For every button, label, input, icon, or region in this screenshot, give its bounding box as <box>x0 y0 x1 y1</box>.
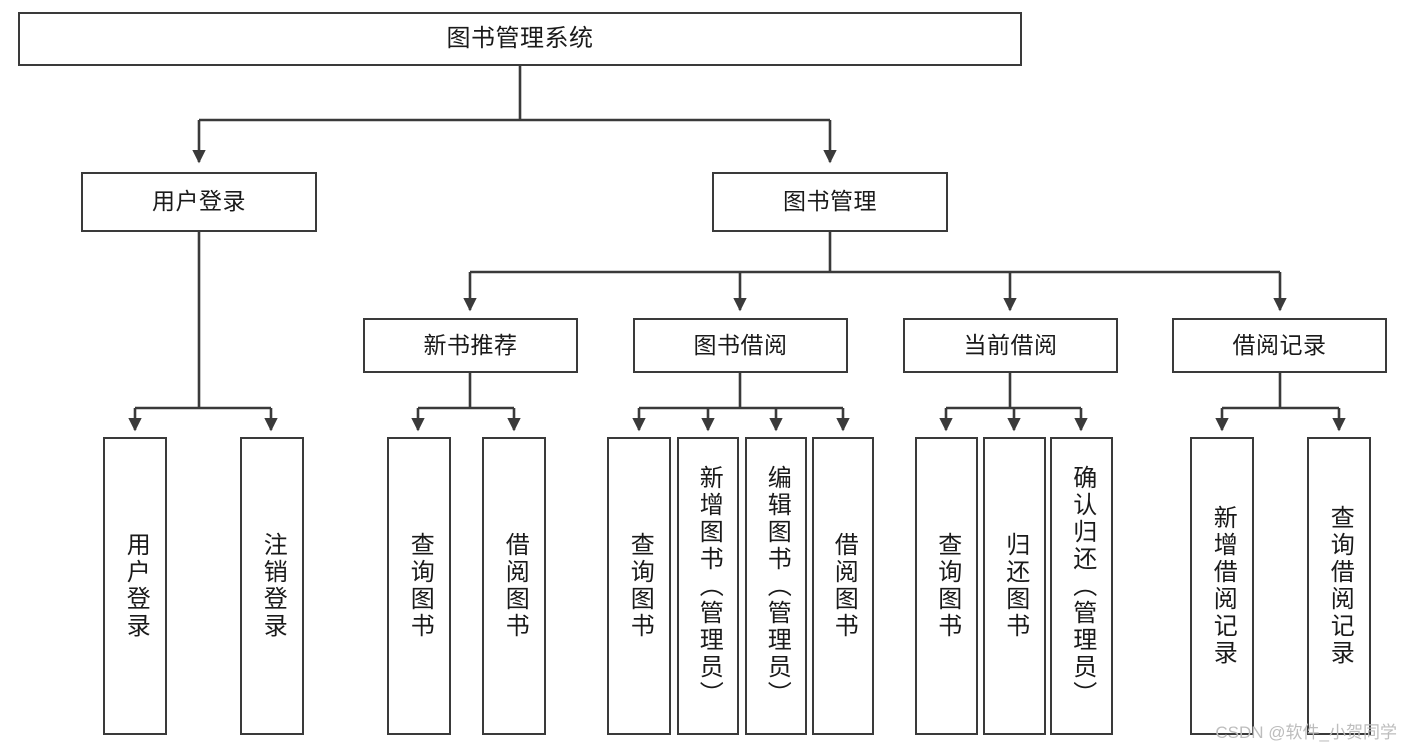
leaf-add-borrow-record-label: 新增借阅记录 <box>1209 505 1237 667</box>
node-book-borrow-label: 图书借阅 <box>693 331 788 358</box>
leaf-borrow-book-recommend-label: 借阅图书 <box>501 532 529 640</box>
leaf-confirm-return[interactable]: 确认归还（管理员） <box>1050 437 1113 735</box>
leaf-query-book-borrow[interactable]: 查询图书 <box>607 437 671 735</box>
leaf-query-borrow-record[interactable]: 查询借阅记录 <box>1307 437 1371 735</box>
leaf-user-login-label: 用户登录 <box>122 532 150 640</box>
leaf-query-book-current-label: 查询图书 <box>933 532 961 640</box>
leaf-edit-book[interactable]: 编辑图书（管理员） <box>745 437 807 735</box>
node-current-borrow-label: 当前借阅 <box>963 331 1058 358</box>
leaf-query-book-current[interactable]: 查询图书 <box>915 437 978 735</box>
leaf-return-book[interactable]: 归还图书 <box>983 437 1046 735</box>
leaf-borrow-book-recommend[interactable]: 借阅图书 <box>482 437 546 735</box>
leaf-query-book-borrow-label: 查询图书 <box>626 532 654 640</box>
leaf-query-book-recommend-label: 查询图书 <box>406 532 434 640</box>
leaf-add-borrow-record[interactable]: 新增借阅记录 <box>1190 437 1254 735</box>
node-new-book-recommend[interactable]: 新书推荐 <box>363 318 578 373</box>
leaf-return-book-label: 归还图书 <box>1001 532 1029 640</box>
leaf-query-book-recommend[interactable]: 查询图书 <box>387 437 451 735</box>
node-user-login[interactable]: 用户登录 <box>81 172 317 232</box>
node-root-system-label: 图书管理系统 <box>446 24 594 52</box>
node-root-system[interactable]: 图书管理系统 <box>18 12 1022 66</box>
node-book-management[interactable]: 图书管理 <box>712 172 948 232</box>
node-book-management-label: 图书管理 <box>783 188 877 215</box>
leaf-logout-login-label: 注销登录 <box>259 532 287 640</box>
leaf-add-book-label: 新增图书（管理员） <box>695 464 723 708</box>
leaf-borrow-book-borrow[interactable]: 借阅图书 <box>812 437 874 735</box>
leaf-edit-book-label: 编辑图书（管理员） <box>763 464 791 708</box>
csdn-watermark: CSDN @软件_小贺同学 <box>1215 723 1397 742</box>
node-user-login-label: 用户登录 <box>152 188 246 215</box>
leaf-borrow-book-borrow-label: 借阅图书 <box>830 532 858 640</box>
leaf-add-book[interactable]: 新增图书（管理员） <box>677 437 739 735</box>
node-book-borrow[interactable]: 图书借阅 <box>633 318 848 373</box>
node-current-borrow[interactable]: 当前借阅 <box>903 318 1118 373</box>
node-borrow-record[interactable]: 借阅记录 <box>1172 318 1387 373</box>
leaf-query-borrow-record-label: 查询借阅记录 <box>1326 505 1354 667</box>
node-borrow-record-label: 借阅记录 <box>1232 331 1327 358</box>
leaf-logout-login[interactable]: 注销登录 <box>240 437 304 735</box>
leaf-confirm-return-label: 确认归还（管理员） <box>1068 464 1096 708</box>
node-new-book-recommend-label: 新书推荐 <box>423 331 518 358</box>
leaf-user-login[interactable]: 用户登录 <box>103 437 167 735</box>
